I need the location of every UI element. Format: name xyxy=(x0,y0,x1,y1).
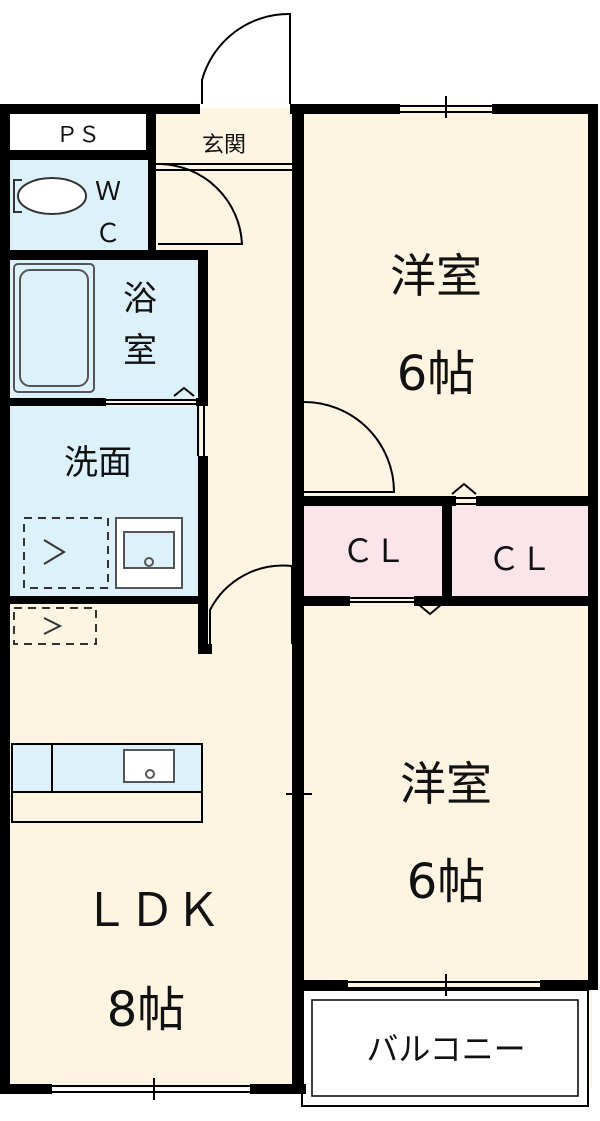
closet-right-floor xyxy=(452,506,588,598)
wall-ps-right xyxy=(146,104,156,160)
wall-wc-bottom xyxy=(0,250,208,260)
kitchen-sink-icon xyxy=(123,749,175,783)
ps-floor xyxy=(10,112,150,152)
wall-bath-right xyxy=(198,250,208,400)
wall-hall-ldk xyxy=(198,644,212,654)
balcony-label: バルコニー xyxy=(366,1030,525,1068)
washing-machine-pan-icon xyxy=(13,607,97,645)
wall-wash-bottom xyxy=(0,596,208,604)
wall-bottom-ldk-a xyxy=(0,1084,52,1094)
closet-left-floor xyxy=(304,506,444,598)
balcony-floor xyxy=(300,990,590,1108)
wc-label-w: Ｗ xyxy=(95,177,121,207)
wall-bath-bottom-b xyxy=(196,398,208,406)
wall-bottom-bed-2 xyxy=(540,980,598,990)
wall-right xyxy=(588,104,598,988)
wall-wc-right xyxy=(148,160,156,258)
door-swing-icon xyxy=(209,564,293,644)
bathtub-icon xyxy=(13,263,95,393)
bedroom-top-size: 6帖 xyxy=(397,346,476,402)
wall-bed-cl-a xyxy=(296,496,456,506)
door-swing-icon xyxy=(158,163,244,245)
wall-bottom-ldk-b xyxy=(250,1084,306,1094)
labels: ＰＳ 玄関 Ｗ Ｃ 浴 室 洗面 洋室 6帖 ＣＬ ＣＬ 洋室 6帖 ＬＤＫ 8… xyxy=(56,123,552,1068)
toilet-icon xyxy=(13,177,87,215)
wall-cl-bottom-b xyxy=(414,596,598,606)
wall-top-right xyxy=(296,104,400,114)
bedroom-top-name: 洋室 xyxy=(390,249,482,303)
wall-cl-bottom-a xyxy=(296,596,350,606)
door-swing-icon xyxy=(303,401,396,493)
closet-right-label: ＣＬ xyxy=(488,540,552,578)
ldk-size: 8帖 xyxy=(107,982,186,1038)
balcony-outline xyxy=(301,989,589,1107)
ldk-name: ＬＤＫ xyxy=(83,883,221,937)
closet-left-label: ＣＬ xyxy=(342,532,406,570)
wc-label-c: Ｃ xyxy=(95,219,121,249)
genkan-label: 玄関 xyxy=(202,133,246,158)
bath-label-2: 室 xyxy=(123,331,157,371)
door-swings xyxy=(158,12,477,644)
walls xyxy=(0,104,598,1094)
washroom-label: 洗面 xyxy=(64,443,132,483)
wall-cl-mid xyxy=(442,496,452,602)
wall-top-right-2 xyxy=(492,104,596,114)
bath-floor xyxy=(10,258,200,400)
bedroom-bottom-name: 洋室 xyxy=(400,757,492,811)
wall-wash-right xyxy=(198,456,208,650)
wall-bed-cl-b xyxy=(476,496,598,506)
wall-top-left xyxy=(0,104,200,114)
wall-bath-bottom-a xyxy=(0,398,106,406)
washing-machine-pan-icon xyxy=(23,517,109,589)
bedroom-bottom-size: 6帖 xyxy=(407,854,486,910)
bath-label-1: 浴 xyxy=(123,279,157,319)
wall-ps-bottom xyxy=(0,150,154,160)
door-swing-icon xyxy=(201,12,291,104)
washbasin-icon xyxy=(115,517,183,589)
wall-bottom-bed xyxy=(296,980,348,990)
ps-label: ＰＳ xyxy=(56,123,100,148)
